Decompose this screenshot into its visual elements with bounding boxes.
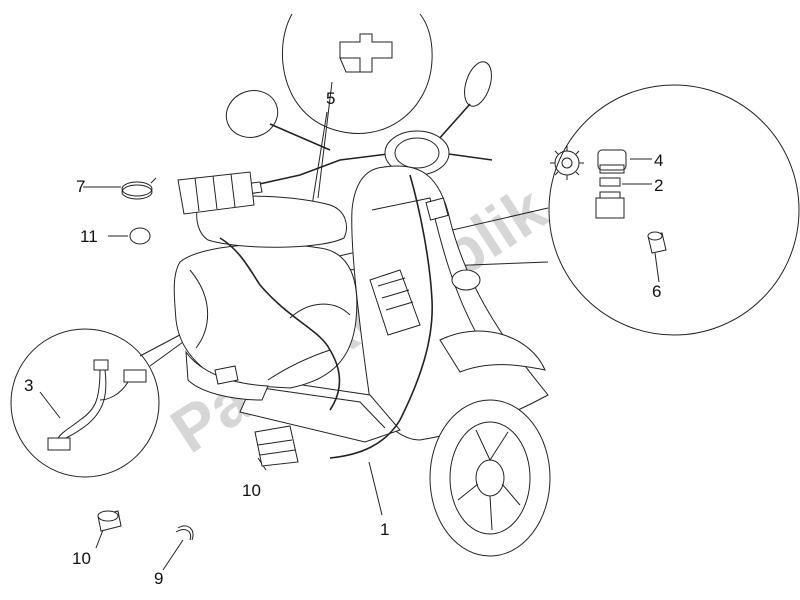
callout-5: 5 <box>326 89 335 108</box>
callout-2: 2 <box>654 176 663 195</box>
o-ring-part-11 <box>129 227 151 245</box>
cap-part-6 <box>647 231 667 254</box>
detail-circle-fuse <box>548 84 800 336</box>
callout-6: 6 <box>652 282 661 301</box>
scooter-outline <box>173 61 551 557</box>
callout-11: 11 <box>80 227 98 246</box>
relay-part-5 <box>339 33 393 73</box>
callout-1: 1 <box>380 520 389 539</box>
detail-circle-relay <box>281 13 433 134</box>
tape-part-10 <box>254 425 299 467</box>
clamp-part-7 <box>121 177 157 200</box>
detail-circle-harness <box>10 328 160 478</box>
callout-3: 3 <box>24 376 33 395</box>
sub-harness-part-3 <box>47 359 147 451</box>
callout-10-grommet: 10 <box>72 549 91 568</box>
fuse-holder-part-4 <box>597 149 627 174</box>
gear-icon <box>550 146 584 180</box>
callout-4: 4 <box>654 151 663 170</box>
callout-7: 7 <box>76 177 85 196</box>
clip-part-9 <box>175 525 194 541</box>
callout-10-tape: 10 <box>242 481 261 500</box>
callout-9: 9 <box>154 569 163 588</box>
fuse-socket-part-2 <box>595 177 625 219</box>
grommet-part-10 <box>97 510 122 532</box>
